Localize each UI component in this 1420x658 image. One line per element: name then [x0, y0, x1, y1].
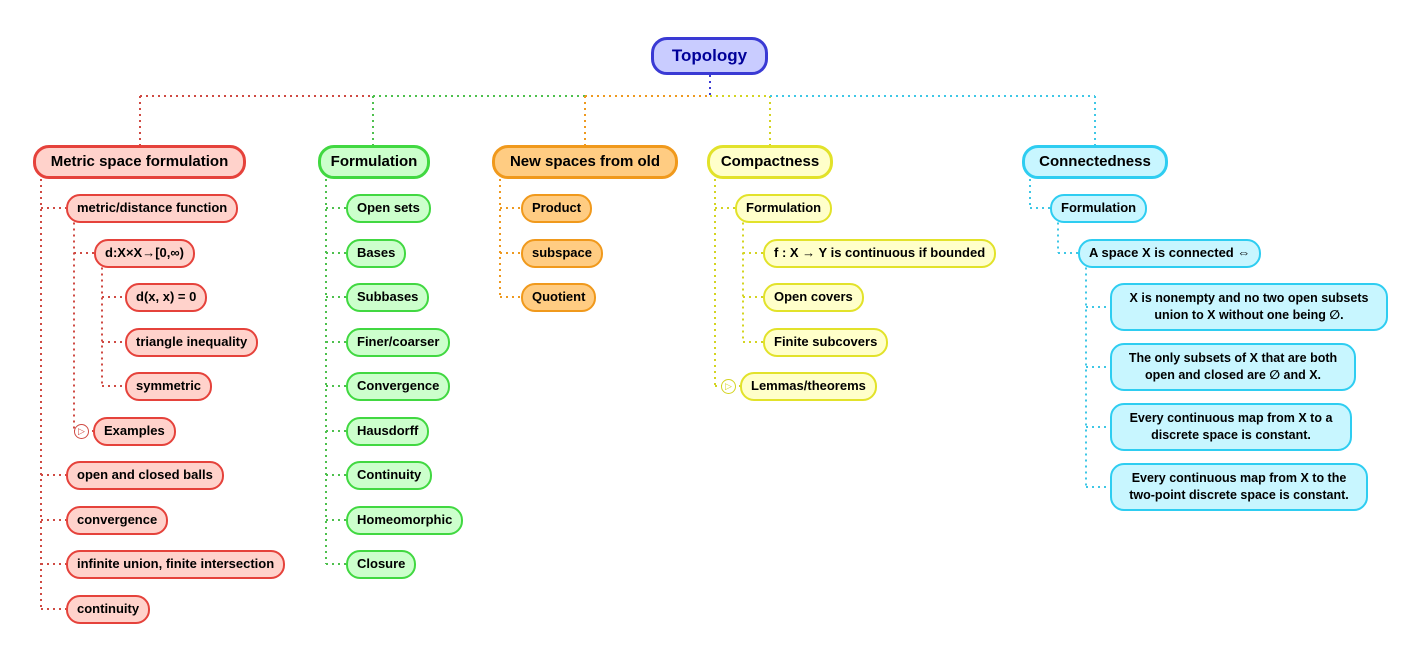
- node-topology[interactable]: Topology: [651, 37, 768, 75]
- node-product[interactable]: Product: [521, 193, 593, 223]
- node-label: Continuity: [357, 466, 422, 482]
- node-d-x-x-0[interactable]: d:X×X→[0,∞): [94, 238, 195, 268]
- node-label: subspace: [532, 244, 592, 260]
- node-triangle-inequality[interactable]: triangle inequality: [125, 327, 259, 357]
- unfold-icon[interactable]: ▷: [74, 423, 89, 439]
- node-label: convergence: [77, 511, 158, 527]
- node-label: symmetric: [136, 377, 202, 393]
- node-finer-coarser[interactable]: Finer/coarser: [346, 327, 451, 357]
- node-continuity[interactable]: continuity: [66, 594, 151, 624]
- node-new-spaces-from-old[interactable]: New spaces from old: [492, 145, 678, 179]
- node-open-and-closed-balls[interactable]: open and closed balls: [66, 460, 224, 490]
- node-compactness[interactable]: Compactness: [707, 145, 833, 179]
- node-label: Closure: [357, 555, 406, 571]
- node-label: Product: [532, 199, 582, 215]
- unfold-icon[interactable]: ▷: [721, 378, 736, 394]
- node-label: Formulation: [330, 153, 418, 171]
- node-label: metric/distance function: [77, 199, 228, 215]
- node-closure[interactable]: Closure: [346, 549, 417, 579]
- node-label: Finite subcovers: [774, 333, 878, 349]
- node-label: Bases: [357, 244, 396, 260]
- node-label: Compactness: [720, 153, 820, 171]
- node-label: Quotient: [532, 288, 586, 304]
- node-open-covers[interactable]: Open covers: [763, 282, 864, 312]
- node-label: Formulation: [1061, 199, 1137, 215]
- node-label: Every continuous map from X to the two-p…: [1129, 471, 1349, 502]
- node-formulation[interactable]: Formulation: [1050, 193, 1148, 223]
- node-label: infinite union, finite intersection: [77, 555, 275, 571]
- node-label: d:X×X→[0,∞): [105, 244, 184, 260]
- node-x-is-nonempty-and-no-two-open-subsets-un[interactable]: X is nonempty and no two open subsets un…: [1110, 283, 1388, 331]
- node-label: open and closed balls: [77, 466, 213, 482]
- node-label: New spaces from old: [509, 153, 661, 171]
- node-lemmas-theorems[interactable]: Lemmas/theorems: [740, 371, 877, 401]
- node-label: Topology: [671, 45, 748, 65]
- node-label: d(x, x) = 0: [136, 288, 197, 304]
- node-label: Connectedness: [1039, 153, 1151, 171]
- node-quotient[interactable]: Quotient: [521, 282, 597, 312]
- node-label: f : X → Y is continuous if bounded: [774, 244, 986, 260]
- node-label: Formulation: [746, 199, 822, 215]
- node-subbases[interactable]: Subbases: [346, 282, 430, 312]
- node-every-continuous-map-from-x-to-a-discret[interactable]: Every continuous map from X to a discret…: [1110, 403, 1352, 451]
- node-label: Examples: [104, 422, 165, 438]
- node-label: Finer/coarser: [357, 333, 440, 349]
- node-label: Open sets: [357, 199, 420, 215]
- node-d-x-x-0[interactable]: d(x, x) = 0: [125, 282, 208, 312]
- node-label: X is nonempty and no two open subsets un…: [1129, 291, 1369, 322]
- node-label: The only subsets of X that are both open…: [1128, 351, 1338, 382]
- node-metric-space-formulation[interactable]: Metric space formulation: [33, 145, 246, 179]
- node-label: continuity: [77, 600, 140, 616]
- node-hausdorff[interactable]: Hausdorff: [346, 416, 430, 446]
- node-homeomorphic[interactable]: Homeomorphic: [346, 505, 464, 535]
- node-label: triangle inequality: [136, 333, 248, 349]
- node-bases[interactable]: Bases: [346, 238, 407, 268]
- node-label: Subbases: [357, 288, 419, 304]
- node-label: Open covers: [774, 288, 853, 304]
- node-infinite-union-finite-intersection[interactable]: infinite union, finite intersection: [66, 549, 286, 579]
- node-metric-distance-function[interactable]: metric/distance function: [66, 193, 239, 223]
- node-open-sets[interactable]: Open sets: [346, 193, 431, 223]
- node-label: Convergence: [357, 377, 440, 393]
- node-connectedness[interactable]: Connectedness: [1022, 145, 1168, 179]
- node-label: Lemmas/theorems: [751, 377, 866, 393]
- node-label: A space X is connected ⇔: [1089, 244, 1251, 260]
- node-the-only-subsets-of-x-that-are-both-open[interactable]: The only subsets of X that are both open…: [1110, 343, 1356, 391]
- node-f-x-y-is-continuous-if-bounded[interactable]: f : X → Y is continuous if bounded: [763, 238, 997, 268]
- node-continuity[interactable]: Continuity: [346, 460, 433, 490]
- node-label: Metric space formulation: [50, 153, 229, 171]
- node-label: Homeomorphic: [357, 511, 453, 527]
- node-formulation[interactable]: Formulation: [318, 145, 430, 179]
- node-a-space-x-is-connected[interactable]: A space X is connected ⇔: [1078, 238, 1262, 268]
- node-convergence[interactable]: convergence: [66, 505, 169, 535]
- node-finite-subcovers[interactable]: Finite subcovers: [763, 327, 889, 357]
- node-formulation[interactable]: Formulation: [735, 193, 833, 223]
- node-subspace[interactable]: subspace: [521, 238, 603, 268]
- node-examples[interactable]: Examples: [93, 416, 176, 446]
- node-convergence[interactable]: Convergence: [346, 371, 451, 401]
- node-every-continuous-map-from-x-to-the-two-p[interactable]: Every continuous map from X to the two-p…: [1110, 463, 1368, 511]
- node-symmetric[interactable]: symmetric: [125, 371, 213, 401]
- node-label: Hausdorff: [357, 422, 419, 438]
- node-label: Every continuous map from X to a discret…: [1129, 411, 1333, 442]
